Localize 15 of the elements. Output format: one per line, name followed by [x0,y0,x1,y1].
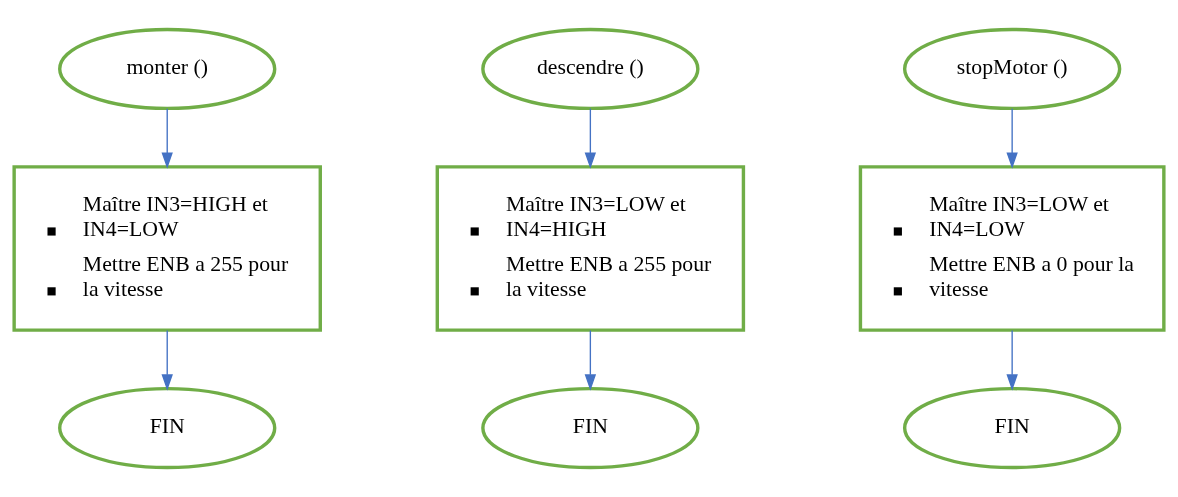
node-box: Maître IN3=LOW et IN4=HIGH Mettre ENB a 255 pour la vitesse [435,165,746,332]
arrow [1006,329,1018,391]
node-ellipse: FIN [481,386,700,470]
arrow [161,107,173,169]
node-ellipse: stopMotor () [902,27,1122,111]
node-ellipse: FIN [902,386,1122,470]
node-box: Maître IN3=LOW et IN4=LOW Mettre ENB a 0 pour la vitesse [858,165,1166,332]
node-ellipse: FIN [58,386,277,470]
arrow [1006,107,1018,169]
arrow [161,329,173,391]
node-box: Maître IN3=HIGH et IN4=LOW Mettre ENB a 255 pour la vitesse [12,165,322,332]
node-ellipse: descendre () [481,27,700,111]
node-ellipse: monter () [58,27,277,111]
arrow [584,107,597,169]
arrow [584,329,597,391]
